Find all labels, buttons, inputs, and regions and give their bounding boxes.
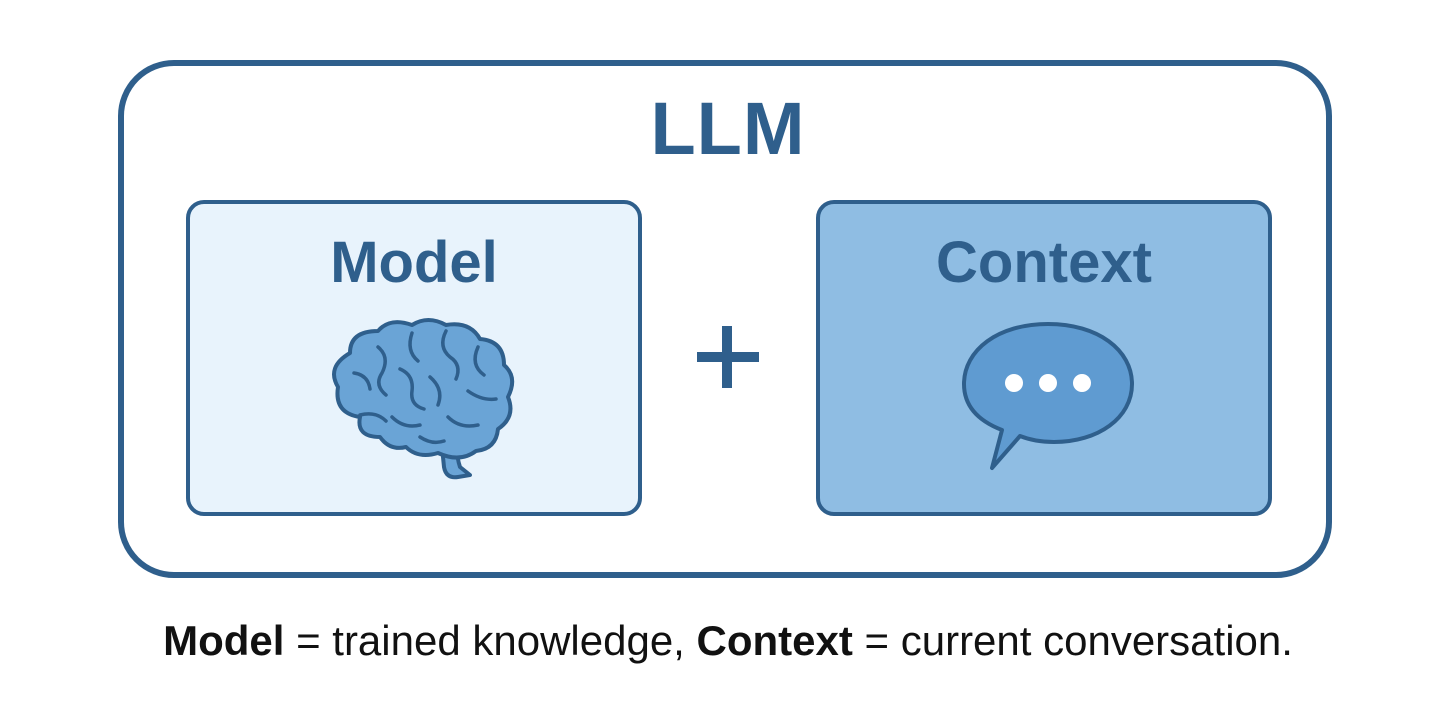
llm-title: LLM	[650, 87, 806, 170]
plus-operator-icon	[697, 326, 759, 388]
caption-model-def: = trained knowledge,	[284, 617, 697, 664]
brain-icon	[332, 318, 515, 480]
context-label: Context	[936, 230, 1152, 295]
model-box: Model	[186, 200, 642, 516]
caption-context-term: Context	[696, 617, 853, 664]
caption: Model = trained knowledge, Context = cur…	[0, 620, 1456, 662]
caption-model-term: Model	[163, 617, 285, 664]
speech-bubble-icon	[962, 322, 1134, 470]
dot-3	[1073, 374, 1091, 392]
dot-2	[1039, 374, 1057, 392]
dot-1	[1005, 374, 1023, 392]
context-box: Context	[816, 200, 1272, 516]
model-label: Model	[330, 230, 498, 295]
caption-context-def: = current conversation.	[852, 617, 1293, 664]
